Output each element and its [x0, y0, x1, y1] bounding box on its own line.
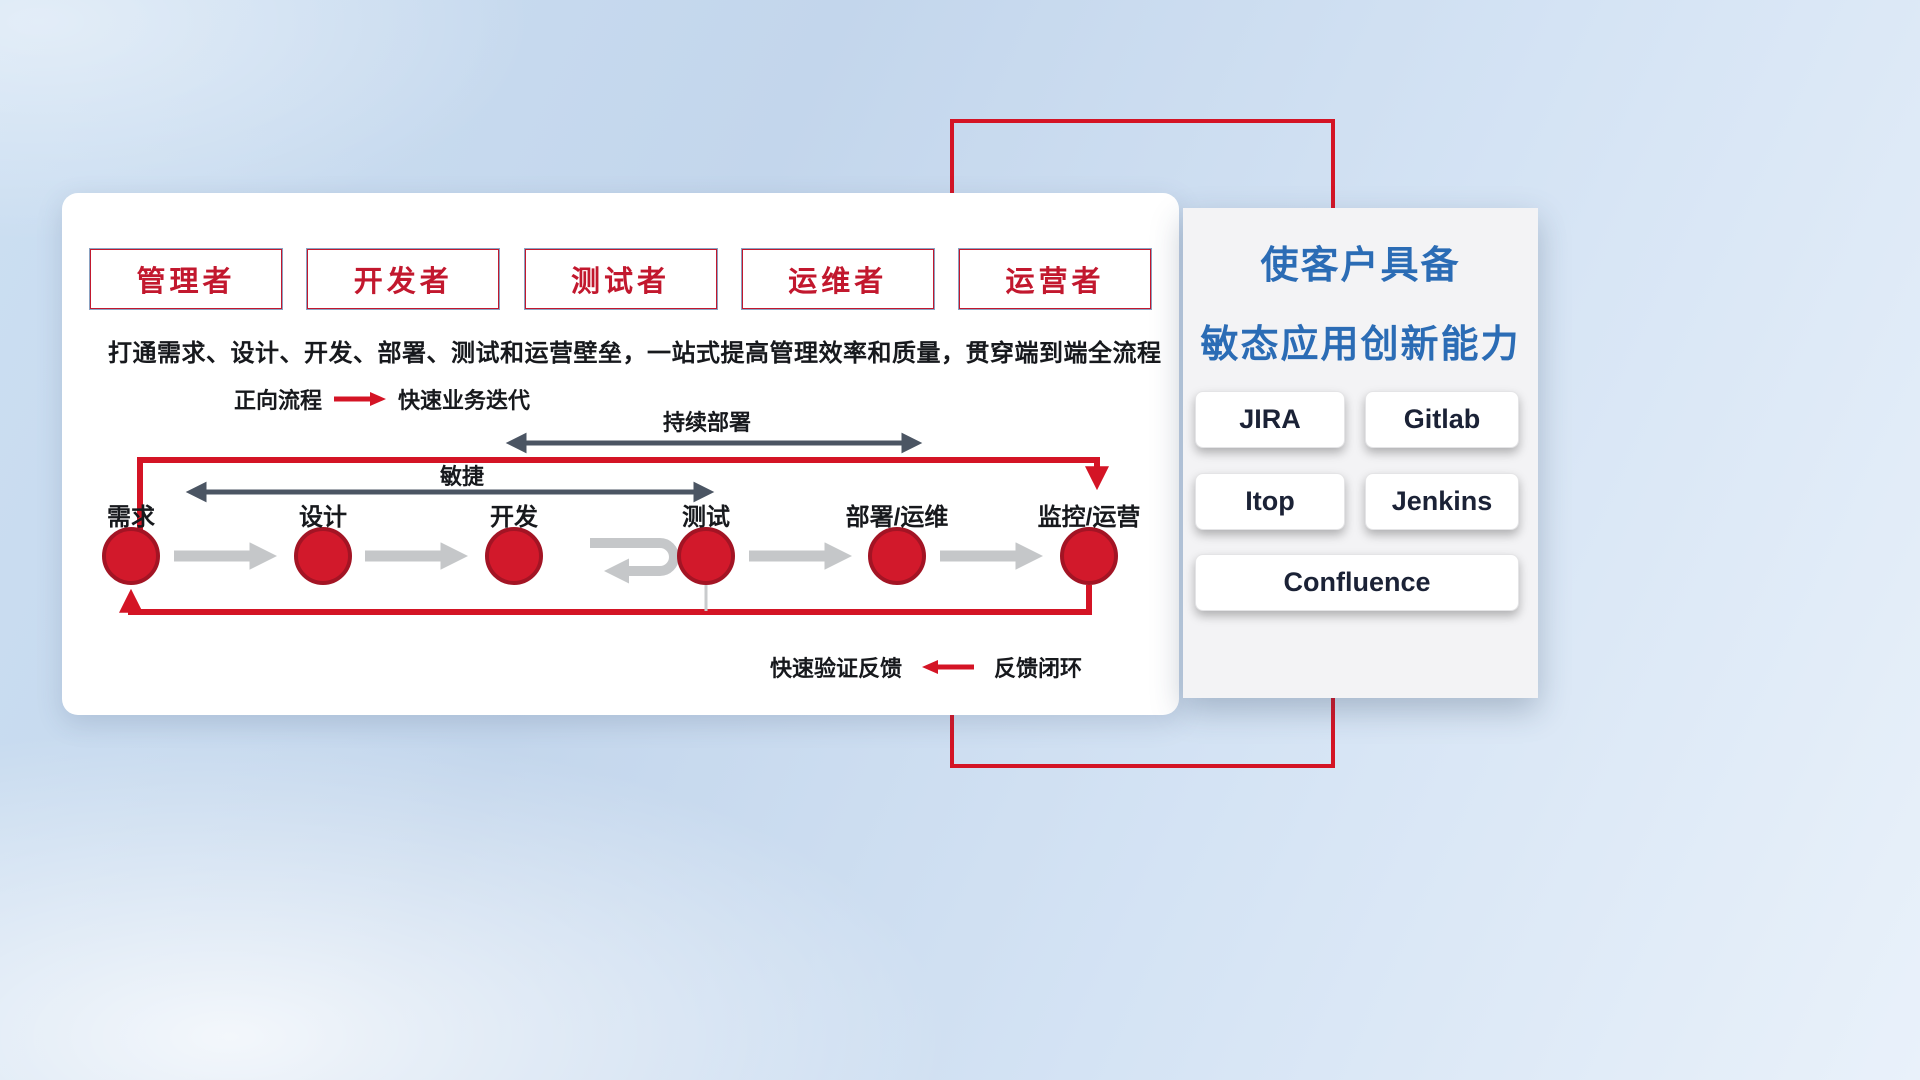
legend-forward-label: 正向流程 — [234, 388, 323, 413]
forward-arrow-icon — [334, 392, 387, 406]
stage-label-requirements: 需求 — [107, 504, 155, 531]
role-label: 测试者 — [570, 266, 670, 298]
role-label: 管理者 — [136, 266, 236, 298]
tool-chip-jenkins: Jenkins — [1365, 473, 1519, 530]
role-box-ops: 运维者 — [741, 249, 934, 309]
right-panel: 使客户具备 敏态应用创新能力 JIRA Gitlab Itop Jenkins … — [1183, 208, 1538, 698]
legend-forward-value: 快速业务迭代 — [398, 388, 531, 413]
tool-chip-jira: JIRA — [1195, 391, 1345, 448]
dev-test-iterate-arrow — [590, 538, 679, 584]
role-label: 开发者 — [353, 266, 453, 298]
panel-title-line1: 使客户具备 — [1260, 245, 1461, 287]
stage-circle-development — [485, 527, 543, 585]
stage-circle-design — [294, 527, 352, 585]
tool-chip-confluence: Confluence — [1195, 554, 1519, 611]
stage-circle-deploy-ops — [868, 527, 926, 585]
continuous-deployment-label: 持续部署 — [662, 410, 752, 435]
legend-feedback-value: 反馈闭环 — [994, 656, 1083, 681]
role-row: 管理者 开发者 测试者 运维者 运营者 — [90, 249, 1151, 309]
role-box-tester: 测试者 — [524, 249, 717, 309]
forward-loop-line — [137, 457, 1109, 533]
role-box-developer: 开发者 — [307, 249, 500, 309]
stage-label-deploy-ops: 部署/运维 — [845, 504, 949, 531]
stage-label-testing: 测试 — [682, 504, 730, 531]
stage-circle-requirements — [102, 527, 160, 585]
tool-chip-gitlab: Gitlab — [1365, 391, 1519, 448]
role-box-manager: 管理者 — [90, 249, 282, 309]
legend-feedback: 快速验证反馈 反馈闭环 — [770, 651, 1082, 683]
role-label: 运维者 — [788, 266, 888, 298]
stage-circle-testing — [677, 527, 735, 585]
role-label: 运营者 — [1005, 266, 1105, 298]
description-text: 打通需求、设计、开发、部署、测试和运营壁垒，一站式提高管理效率和质量，贯穿端到端… — [108, 340, 1162, 367]
stage-label-design: 设计 — [299, 504, 347, 531]
stage-label-monitor-operations: 监控/运营 — [1037, 504, 1141, 531]
feedback-arrow-icon — [922, 660, 975, 674]
panel-title-line2: 敏态应用创新能力 — [1200, 324, 1521, 366]
role-box-operator: 运营者 — [959, 249, 1151, 309]
devops-flow-card: 管理者 开发者 测试者 运维者 运营者 打通需求、设计、开发、部署、测试和运营壁… — [62, 193, 1179, 715]
stage-circle-monitor-operations — [1060, 527, 1118, 585]
flow-diagram — [102, 432, 1118, 615]
tool-chip-itop: Itop — [1195, 473, 1345, 530]
legend-forward: 正向流程 快速业务迭代 — [234, 383, 530, 415]
feedback-loop-line — [119, 585, 1092, 615]
panel-title: 使客户具备 敏态应用创新能力 — [1183, 208, 1538, 368]
legend-feedback-label: 快速验证反馈 — [770, 656, 903, 681]
stage-label-development: 开发 — [490, 504, 538, 531]
